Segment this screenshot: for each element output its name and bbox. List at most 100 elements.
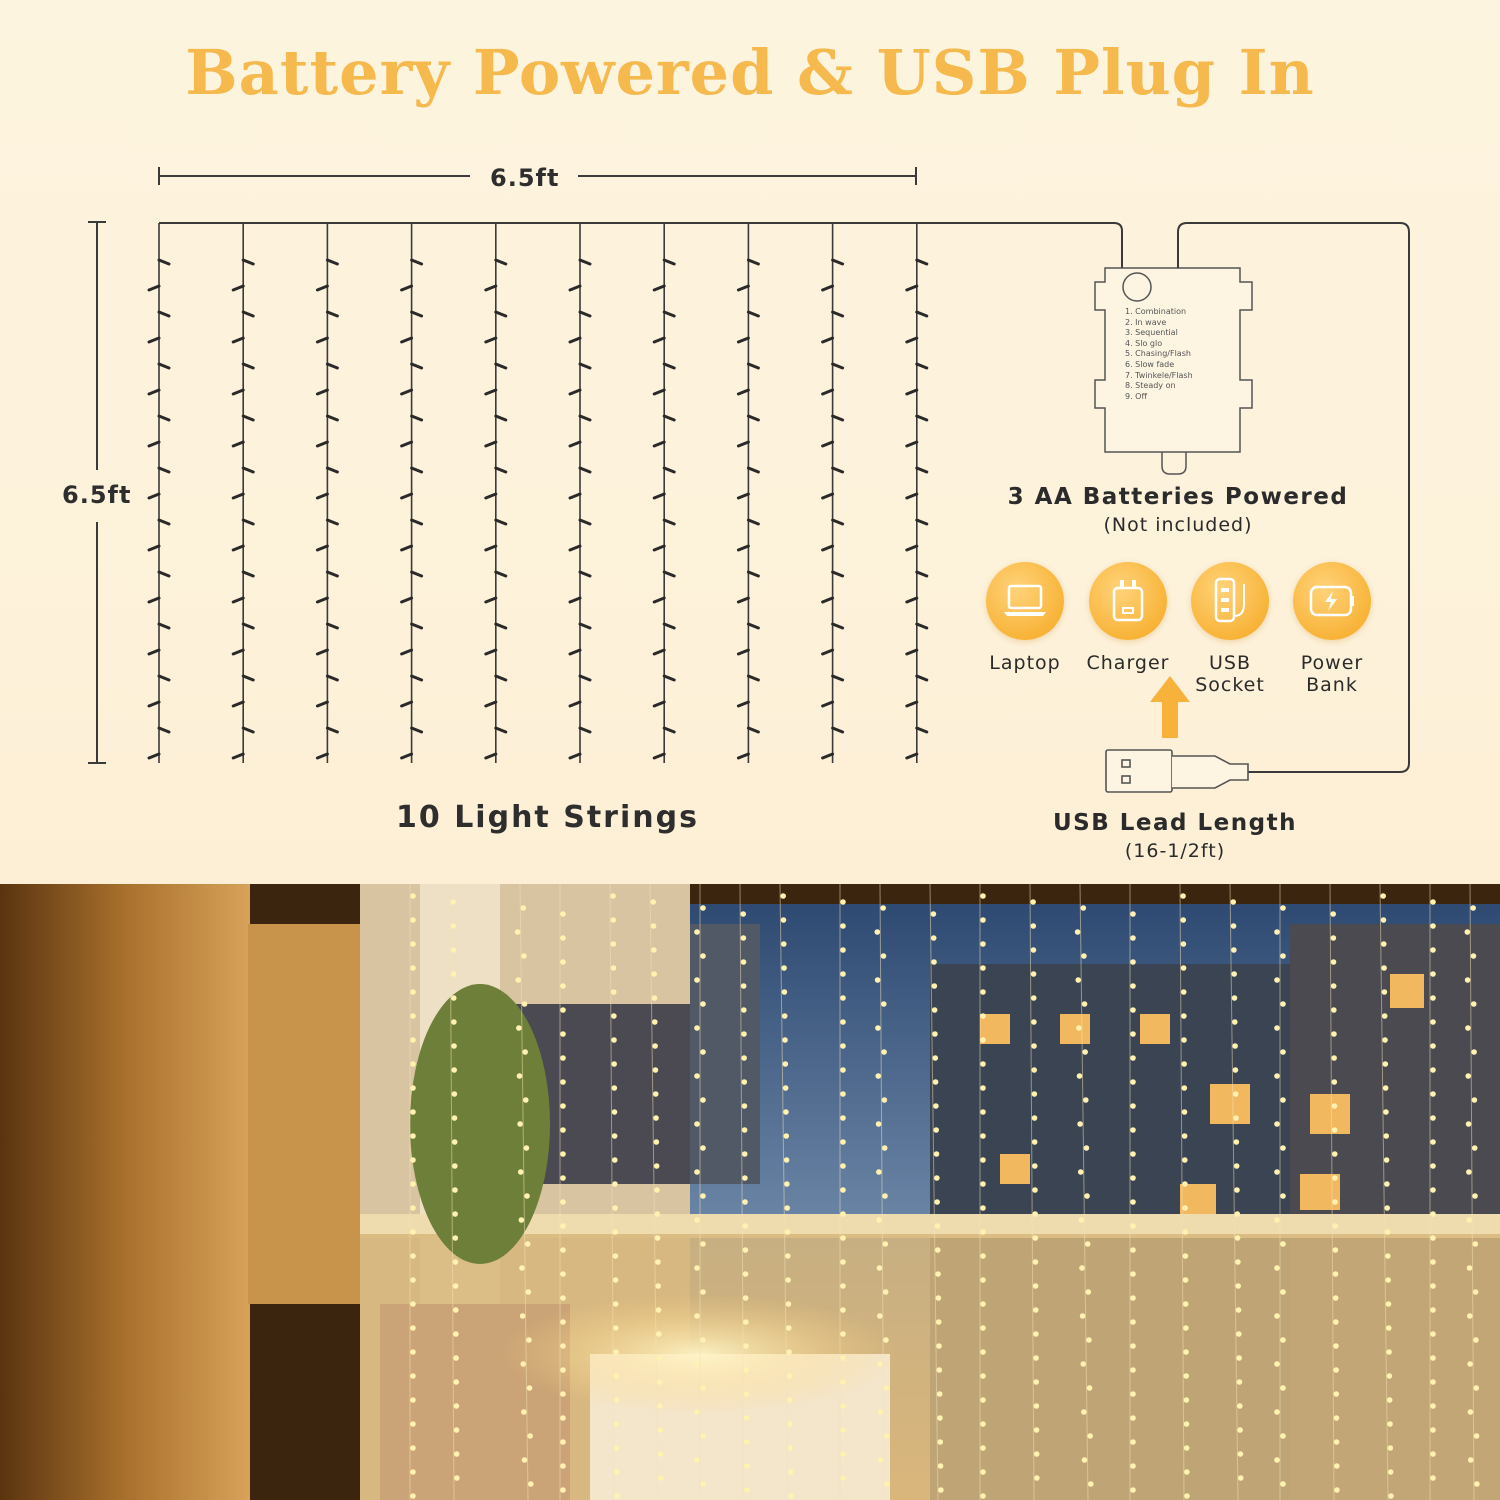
light-dot <box>652 1091 659 1097</box>
light-dot <box>781 965 787 971</box>
light-dot <box>515 977 522 983</box>
light-dot <box>1075 977 1082 983</box>
light-dot <box>410 1469 416 1475</box>
light-dot <box>1130 911 1136 917</box>
light-dot <box>518 1217 525 1223</box>
light-dot <box>931 983 938 989</box>
light-dot <box>657 1451 664 1457</box>
light-dot <box>1381 989 1388 995</box>
bulb <box>400 752 414 760</box>
bulb <box>746 362 760 370</box>
bulb <box>831 258 845 266</box>
light-dot <box>1032 1283 1039 1289</box>
light-dot <box>936 1343 942 1349</box>
light-dot <box>1182 1229 1189 1235</box>
light-dot <box>560 1103 566 1109</box>
power-source-power-bank: Power Bank <box>1277 562 1387 696</box>
bulb <box>746 570 760 578</box>
light-dot <box>410 1157 416 1163</box>
light-dot <box>1280 1001 1286 1007</box>
bulb <box>325 518 339 526</box>
light-dot <box>1472 1289 1479 1295</box>
bulb <box>915 362 929 370</box>
bulb <box>325 466 339 474</box>
power-source-usb-socket: USB Socket <box>1175 562 1285 696</box>
light-dot <box>453 1451 460 1457</box>
light-dot <box>1466 1169 1472 1175</box>
bulb <box>821 492 835 500</box>
bulb <box>746 414 760 422</box>
light-dot <box>1471 1097 1478 1103</box>
light-dot <box>1084 1241 1091 1247</box>
light-dot <box>1280 1481 1286 1487</box>
light-dot <box>1330 935 1337 941</box>
light-dot <box>1130 1055 1136 1061</box>
light-dot <box>1183 1397 1190 1403</box>
light-dot <box>1234 1187 1240 1193</box>
light-dot <box>1182 1253 1189 1259</box>
bulb <box>821 440 835 448</box>
bulb <box>484 700 498 708</box>
light-dot <box>742 1247 749 1253</box>
light-dot <box>1467 1361 1473 1367</box>
light-dot <box>934 1223 941 1229</box>
light-dot <box>744 1487 750 1493</box>
light-dot <box>1230 899 1237 905</box>
bulb <box>736 752 750 760</box>
light-dot <box>1430 1451 1436 1457</box>
light-dot <box>525 1289 532 1295</box>
light-dot <box>1387 1469 1394 1475</box>
light-dot <box>1331 1031 1337 1037</box>
light-wire <box>1079 884 1089 1500</box>
light-dot <box>783 1133 790 1139</box>
light-dot <box>880 1001 887 1007</box>
bulb <box>831 362 845 370</box>
height-dimension-line <box>88 221 106 764</box>
light-dot <box>560 1487 566 1493</box>
light-dot <box>1236 1403 1243 1409</box>
light-dot <box>651 995 658 1001</box>
light-dot <box>1280 1241 1286 1247</box>
light-dot <box>1130 1463 1136 1469</box>
light-dot <box>1430 1283 1436 1289</box>
light-dot <box>980 1205 986 1211</box>
light-dot <box>410 1133 416 1139</box>
light-dot <box>1430 1163 1436 1169</box>
light-dot <box>611 1013 617 1019</box>
bulb <box>915 674 929 682</box>
light-dot <box>1274 1457 1280 1463</box>
bulb <box>315 544 329 552</box>
bulb <box>241 726 255 734</box>
light-dot <box>560 1151 566 1157</box>
light-dot <box>1280 1433 1286 1439</box>
bulb <box>905 700 919 708</box>
light-dot <box>781 1013 788 1019</box>
light-dot <box>931 959 937 965</box>
light-dot <box>1235 1283 1242 1289</box>
usb-lead-title: USB Lead Length <box>1053 810 1297 836</box>
light-dot <box>410 893 416 899</box>
bulb <box>736 388 750 396</box>
light-dot <box>1382 1061 1389 1067</box>
bulb <box>315 388 329 396</box>
light-dot <box>877 1409 884 1415</box>
light-dot <box>1083 1145 1090 1151</box>
light-dot <box>1032 1235 1039 1241</box>
bulb <box>494 570 508 578</box>
height-label: 6.5ft <box>62 481 132 509</box>
light-dot <box>742 1199 748 1205</box>
light-dot <box>517 1169 524 1175</box>
bulb <box>231 648 245 656</box>
usb-plug-icon <box>1105 749 1249 793</box>
top-cable <box>159 222 1123 268</box>
power-source-label: Power Bank <box>1300 652 1364 696</box>
light-dot <box>1430 1139 1436 1145</box>
light-dot <box>700 1193 706 1199</box>
light-dot <box>1182 1205 1188 1211</box>
bulb <box>484 544 498 552</box>
light-dot <box>1430 1187 1436 1193</box>
light-dot <box>519 1313 526 1319</box>
light-dot <box>877 1457 884 1463</box>
light-dot <box>1182 1181 1188 1187</box>
bulb <box>831 570 845 578</box>
